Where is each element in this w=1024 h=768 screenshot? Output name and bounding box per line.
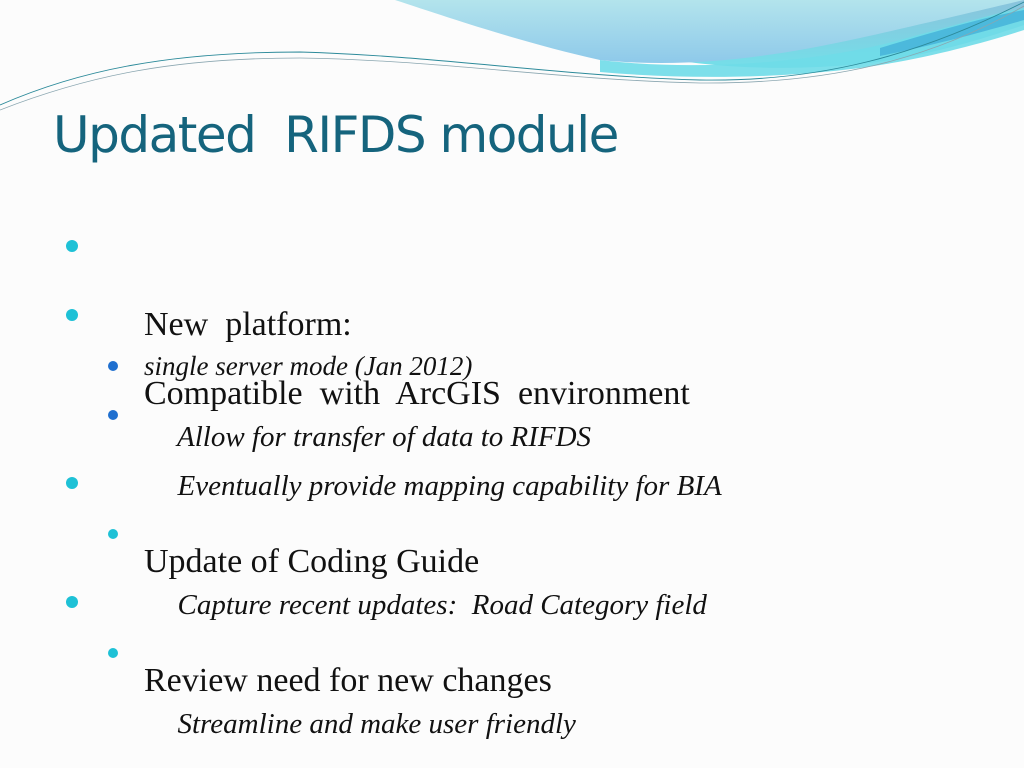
bullet-label: New platform: bbox=[144, 306, 352, 343]
filled-circle-bullet-icon bbox=[108, 410, 118, 420]
sub-bullet-item: Capture recent updates: Road Category fi… bbox=[108, 515, 707, 659]
sub-bullet-item: Eventually provide mapping capability fo… bbox=[108, 396, 722, 540]
filled-circle-bullet-icon bbox=[66, 477, 78, 489]
filled-circle-bullet-icon bbox=[66, 596, 78, 608]
bullet-item: Compatible with ArcGIS environment bbox=[66, 294, 690, 454]
bullet-label: Review need for new changes bbox=[144, 662, 552, 699]
sub-bullet-item: Streamline and make user friendly bbox=[108, 634, 576, 768]
bullet-label: Update of Coding Guide bbox=[144, 543, 480, 580]
sub-bullet-item: Allow for transfer of data to RIFDS bbox=[108, 347, 592, 491]
bullet-item: Review need for new changes bbox=[66, 581, 552, 741]
filled-circle-bullet-icon bbox=[66, 240, 78, 252]
slide-title: Updated RIFDS module bbox=[53, 106, 619, 164]
bullet-item: Update of Coding Guide bbox=[66, 462, 480, 622]
sub-bullet-label: Allow for transfer of data to RIFDS bbox=[176, 421, 592, 453]
bullet-detail: single server mode (Jan 2012) bbox=[144, 351, 473, 381]
filled-circle-bullet-icon bbox=[108, 648, 118, 658]
sub-bullet-label: Capture recent updates: Road Category fi… bbox=[177, 589, 707, 621]
filled-circle-bullet-icon bbox=[108, 361, 118, 371]
filled-circle-bullet-icon bbox=[66, 309, 78, 321]
sub-bullet-label: Eventually provide mapping capability fo… bbox=[177, 470, 722, 502]
header-wave-decoration bbox=[0, 0, 1024, 130]
bullet-item: New platform: single server mode (Jan 20… bbox=[66, 225, 473, 426]
bullet-label: Compatible with ArcGIS environment bbox=[144, 375, 690, 412]
sub-bullet-label: Streamline and make user friendly bbox=[177, 708, 576, 740]
filled-circle-bullet-icon bbox=[108, 529, 118, 539]
